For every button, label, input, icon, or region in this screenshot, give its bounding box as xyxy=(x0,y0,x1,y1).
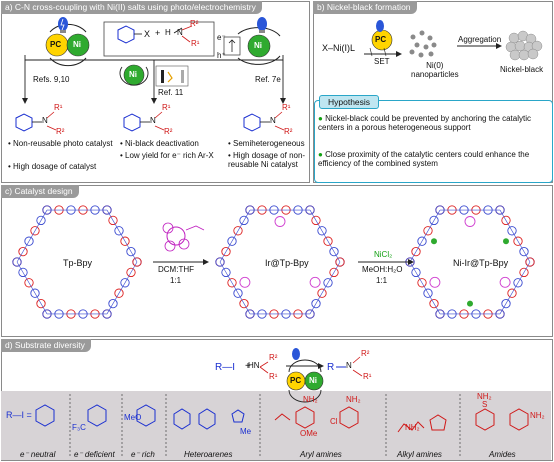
panel-d-tag: d) Substrate diversity xyxy=(1,339,91,352)
amine-h-a: H xyxy=(165,28,171,37)
b-pc: PC xyxy=(375,35,387,44)
nh2-label-3: NH₂ xyxy=(405,423,420,432)
scheme-pc: PC xyxy=(290,376,302,385)
amine-r2-a: R² xyxy=(190,19,199,28)
bullet-mid-2: • Low yield for e⁻ rich Ar-X xyxy=(120,151,214,160)
amide-nh2-label: NH₂ xyxy=(530,411,545,420)
cat-heteroarenes: Heteroarenes xyxy=(184,450,233,459)
step2-reagent: NiCl₂ xyxy=(374,250,393,259)
plus-a: + xyxy=(155,28,161,38)
scheme-r-i: R—I xyxy=(215,362,235,373)
hyp-point-2: ● Close proximity of the catalytic cente… xyxy=(318,150,530,169)
bullet-mid-1: • Ni-black deactivation xyxy=(120,139,199,148)
prod-left-r2: R² xyxy=(56,127,65,136)
panel-a-tag: a) C-N cross-coupling with Ni(II) salts … xyxy=(1,1,262,14)
cof-label-3: Ni-Ir@Tp-Bpy xyxy=(453,258,509,268)
h-plus: h⁺ xyxy=(217,51,226,60)
panel-c-tag: c) Catalyst design xyxy=(1,185,79,198)
prod-right-n: N xyxy=(270,116,276,125)
panel-b-tag: b) Nickel-black formation xyxy=(313,1,417,14)
nh2-label-1: NH₂ xyxy=(303,395,318,404)
amine-r1-a: R¹ xyxy=(191,39,200,48)
f3c-label: F₃C xyxy=(72,423,86,432)
bullet-left-1: • Non-reusable photo catalyst xyxy=(8,139,113,148)
scheme-r1: R¹ xyxy=(269,372,278,381)
scheme-plus: + xyxy=(245,361,251,372)
cat-amides: Amides xyxy=(489,450,516,459)
prod-left-r1: R¹ xyxy=(54,103,63,112)
prod-mid-n: N xyxy=(150,116,156,125)
cof-label-1: Tp-Bpy xyxy=(63,258,93,268)
ref-mid: Ref. 11 xyxy=(158,88,184,97)
scheme-prod-r: R xyxy=(327,362,335,373)
hypothesis-title: Hypothesis xyxy=(319,95,380,109)
ni-label-mid: Ni xyxy=(129,70,137,79)
bullet-right-1: • Semiheterogeneous xyxy=(228,139,305,148)
cat-e-deficient: e⁻ deficient xyxy=(74,450,115,459)
b-nanoparticles: Ni(0)nanoparticles xyxy=(411,61,459,79)
cat-aryl-amines: Aryl amines xyxy=(300,450,342,459)
ni-label-a: Ni xyxy=(73,40,81,49)
ref-left: Refs. 9,10 xyxy=(33,75,70,84)
step2-solvent: MeOH:H₂O xyxy=(362,265,403,274)
ni-label-right: Ni xyxy=(254,41,262,50)
scheme-ni: Ni xyxy=(309,376,317,385)
ri-label: R—I = xyxy=(6,410,32,420)
b-aggregation: Aggregation xyxy=(458,35,502,44)
cof-label-2: Ir@Tp-Bpy xyxy=(265,258,309,268)
ome-label: OMe xyxy=(300,429,318,438)
bullet-right-2: • High dosage of non-reusable Ni catalys… xyxy=(228,151,306,169)
prod-mid-r2: R² xyxy=(164,127,173,136)
b-set: SET xyxy=(374,57,390,66)
prod-right-r2: R² xyxy=(284,127,293,136)
prod-mid-r1: R¹ xyxy=(162,103,171,112)
e-minus: e⁻ xyxy=(217,33,226,42)
hypothesis-box xyxy=(314,100,553,183)
scheme-prod-r1: R¹ xyxy=(363,372,372,381)
cat-e-rich: e⁻ rich xyxy=(131,450,155,459)
aryl-x-label: X xyxy=(144,29,151,39)
scheme-r2: R² xyxy=(269,353,278,362)
meo-label: MeO xyxy=(124,413,142,422)
prod-left-n: N xyxy=(42,116,48,125)
cl-label: Cl xyxy=(330,417,338,426)
step2-ratio: 1:1 xyxy=(376,276,388,285)
b-nickel-black: Nickel-black xyxy=(500,65,544,74)
scheme-prod-r2: R² xyxy=(361,349,370,358)
cat-e-neutral: e⁻ neutral xyxy=(20,450,56,459)
bullet-left-2: • High dosage of catalyst xyxy=(8,162,97,171)
ref-right: Ref. 7e xyxy=(255,75,281,84)
cat-alkyl-amines: Alkyl amines xyxy=(397,450,442,459)
step1-solvent: DCM:THF xyxy=(158,265,194,274)
sulfonamide-nh2: NH₂ xyxy=(477,392,492,401)
nh2-label-2: NH₂ xyxy=(346,395,361,404)
scheme-prod-n: N xyxy=(346,361,352,370)
me-label: Me xyxy=(240,427,252,436)
step1-ratio: 1:1 xyxy=(170,276,182,285)
prod-right-r1: R¹ xyxy=(282,103,291,112)
scheme-hn: HN xyxy=(248,361,260,370)
hyp-point-1: ● Nickel-black could be prevented by anc… xyxy=(318,114,531,133)
sulfonamide-s: S xyxy=(482,400,488,409)
amine-n-a: N xyxy=(177,28,183,37)
pc-label-a: PC xyxy=(50,40,62,49)
b-reactant: X–Ni(I)L xyxy=(322,43,356,53)
